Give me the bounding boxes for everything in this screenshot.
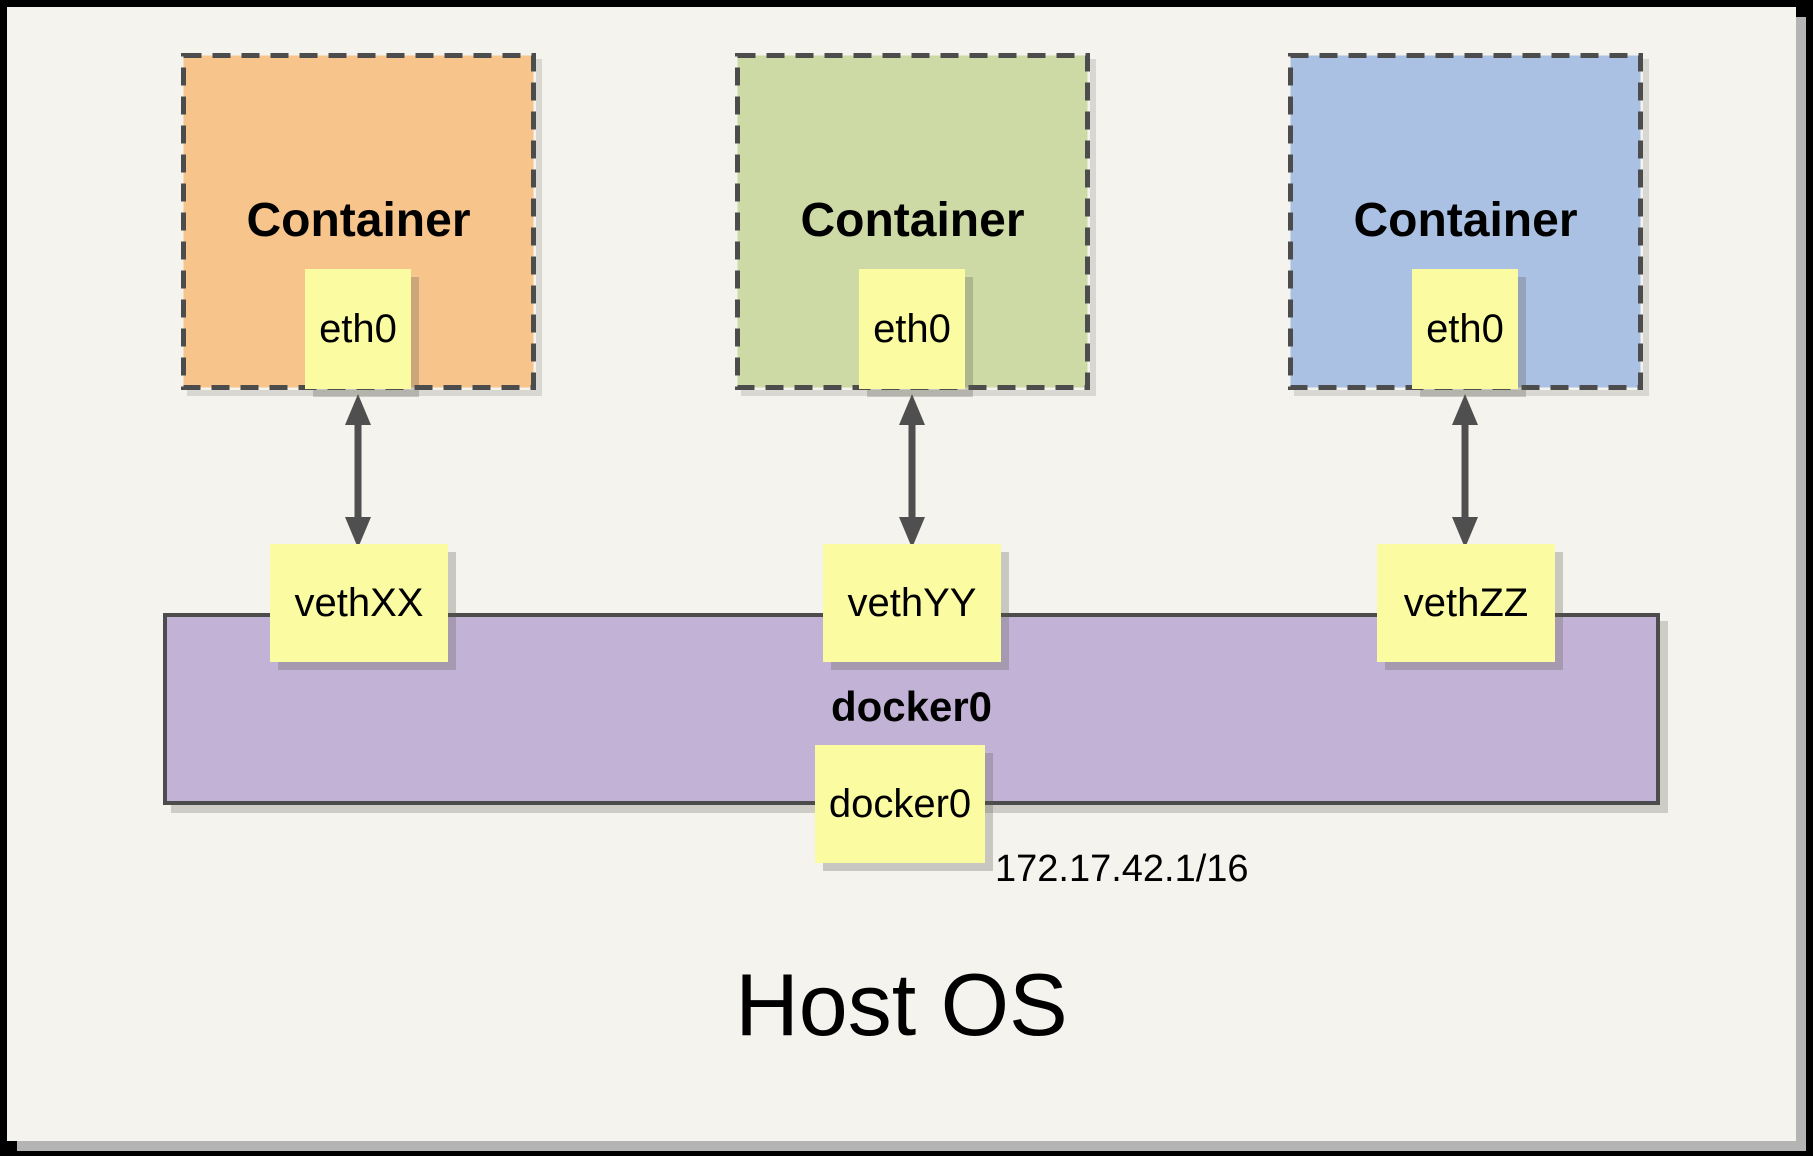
eth0-interface-box: eth0: [305, 269, 411, 389]
eth0-interface-box: eth0: [1412, 269, 1518, 389]
host-os-title: Host OS: [735, 955, 1068, 1054]
bidirectional-arrow-icon: [1452, 394, 1478, 548]
container-label: Container: [246, 194, 471, 247]
vethxx-interface-box: vethXX: [270, 544, 448, 662]
bidirectional-arrow-icon: [345, 394, 371, 548]
docker0-label: docker0: [828, 781, 972, 826]
docker0-interface-box: docker0: [815, 745, 985, 863]
vethxx-label: vethXX: [294, 580, 424, 625]
container-box-2: Container eth0: [735, 53, 1090, 390]
vethyy-label: vethYY: [847, 580, 977, 625]
bridge-ip-address: 172.17.42.1/16: [995, 848, 1249, 890]
container-label: Container: [1353, 194, 1578, 247]
container-label: Container: [800, 194, 1025, 247]
eth0-interface-box: eth0: [859, 269, 965, 389]
vethyy-interface-box: vethYY: [823, 544, 1001, 662]
eth0-label: eth0: [1426, 306, 1504, 351]
vethzz-interface-box: vethZZ: [1377, 544, 1555, 662]
eth0-label: eth0: [873, 306, 951, 351]
docker0-bridge-title: docker0: [830, 683, 993, 730]
container-box-3: Container eth0: [1288, 53, 1643, 390]
diagram-canvas: Container eth0 Container eth0 Container …: [7, 7, 1796, 1141]
vethzz-label: vethZZ: [1403, 580, 1529, 625]
container-box-1: Container eth0: [181, 53, 536, 390]
eth0-label: eth0: [319, 306, 397, 351]
bidirectional-arrow-icon: [899, 394, 925, 548]
